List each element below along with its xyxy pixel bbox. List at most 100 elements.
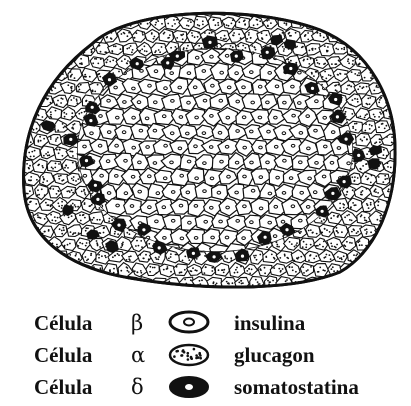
- alpha-cell: [52, 276, 67, 289]
- alpha-cell: [300, 3, 313, 17]
- alpha-cell: [375, 276, 391, 290]
- alpha-cell: [76, 28, 90, 41]
- alpha-cell: [80, 277, 95, 289]
- legend: Célula β insulina Célula α glucagon Célu…: [34, 311, 359, 399]
- legend-hormone-somatostatina: somatostatina: [234, 375, 359, 399]
- alpha-cell-icon: [170, 345, 208, 365]
- alpha-cell: [370, 30, 385, 42]
- alpha-cell: [355, 265, 369, 276]
- alpha-cell: [47, 5, 63, 16]
- alpha-cell: [388, 226, 404, 237]
- alpha-cell: [60, 2, 76, 15]
- alpha-cell: [20, 107, 34, 120]
- alpha-cell: [390, 42, 404, 54]
- alpha-cell: [385, 29, 397, 43]
- legend-cell-label: Célula: [34, 343, 93, 367]
- alpha-cell: [48, 55, 61, 68]
- alpha-cell: [68, 16, 84, 29]
- alpha-cell: [117, 3, 132, 16]
- alpha-cell: [40, 250, 53, 263]
- alpha-cell: [340, 3, 355, 18]
- alpha-cell: [33, 56, 48, 69]
- alpha-cell: [61, 264, 77, 275]
- alpha-cell: [18, 4, 35, 16]
- alpha-cell: [47, 30, 62, 42]
- alpha-cell: [356, 5, 370, 16]
- delta-cell: [368, 159, 380, 169]
- beta-cell-icon: [170, 312, 208, 332]
- islet-body: [18, 2, 406, 291]
- delta-cell: [316, 206, 329, 217]
- alpha-cell: [388, 251, 403, 263]
- legend-greek-delta: δ: [131, 375, 144, 399]
- alpha-cell: [383, 4, 399, 17]
- alpha-cell: [40, 43, 54, 57]
- alpha-cell: [25, 43, 40, 56]
- alpha-cell: [207, 277, 222, 290]
- alpha-cell: [89, 212, 104, 225]
- alpha-cell: [388, 277, 404, 290]
- alpha-cell: [90, 57, 104, 69]
- alpha-cell: [347, 70, 363, 83]
- alpha-cell: [74, 3, 92, 16]
- alpha-cell: [102, 3, 117, 15]
- beta-cell: [68, 35, 87, 49]
- legend-cell-label: Célula: [34, 311, 93, 335]
- alpha-cell: [376, 174, 390, 185]
- alpha-cell: [25, 69, 42, 82]
- alpha-cell: [273, 4, 287, 16]
- delta-cell: [64, 134, 78, 145]
- alpha-cell: [285, 3, 299, 17]
- legend-row-beta: Célula β insulina: [34, 311, 306, 335]
- beta-cell: [243, 185, 261, 199]
- legend-row-delta: Célula δ somatostatina: [34, 375, 359, 399]
- alpha-cell: [67, 277, 81, 289]
- alpha-cell: [34, 30, 48, 43]
- alpha-cell: [132, 4, 148, 17]
- legend-hormone-glucagon: glucagon: [234, 343, 315, 367]
- alpha-cell: [19, 31, 36, 43]
- alpha-cell: [19, 82, 35, 95]
- alpha-cell: [362, 277, 378, 289]
- alpha-cell: [370, 3, 385, 17]
- alpha-cell: [377, 251, 389, 263]
- alpha-cell: [33, 4, 49, 16]
- alpha-cell: [20, 55, 34, 67]
- alpha-cell: [382, 237, 398, 251]
- alpha-cell: [159, 4, 174, 15]
- alpha-cell: [326, 2, 340, 15]
- alpha-cell: [368, 264, 384, 277]
- alpha-cell: [384, 81, 398, 95]
- alpha-cell: [18, 237, 34, 250]
- alpha-cell: [306, 224, 321, 237]
- alpha-cell: [384, 264, 399, 277]
- alpha-cell: [390, 17, 404, 30]
- alpha-cell: [47, 161, 62, 172]
- alpha-cell: [327, 212, 342, 224]
- alpha-cell: [356, 30, 371, 42]
- alpha-cell: [26, 277, 39, 289]
- alpha-cell: [24, 95, 40, 108]
- alpha-cell: [174, 264, 188, 276]
- alpha-cell: [109, 278, 124, 290]
- alpha-cell: [375, 121, 390, 133]
- delta-cell: [283, 63, 298, 75]
- alpha-cell: [313, 4, 328, 17]
- alpha-cell: [146, 4, 159, 16]
- delta-cell-icon: [170, 377, 208, 397]
- alpha-cell: [318, 18, 333, 29]
- alpha-cell: [376, 16, 390, 30]
- alpha-cell: [25, 17, 39, 29]
- alpha-cell: [40, 68, 54, 82]
- alpha-cell: [363, 17, 376, 29]
- alpha-cell: [96, 18, 111, 30]
- alpha-cell: [390, 68, 405, 81]
- alpha-cell: [62, 30, 77, 42]
- alpha-cell: [334, 276, 349, 290]
- alpha-cell: [347, 277, 361, 290]
- delta-cell: [106, 241, 119, 253]
- delta-cell: [370, 146, 382, 154]
- alpha-cell: [96, 278, 110, 289]
- alpha-cell: [81, 17, 95, 29]
